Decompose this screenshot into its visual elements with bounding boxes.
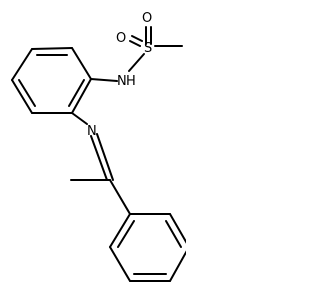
- ring2-bond-4: [169, 250, 186, 282]
- ring1-bond-6: [71, 78, 92, 114]
- imine-nitrogen-label: N: [87, 124, 97, 139]
- bond-n-ring: [90, 78, 118, 82]
- oxygen-top-label: O: [142, 11, 152, 26]
- ring2-bond-1: [109, 213, 131, 248]
- oxygen-left-label: O: [116, 31, 126, 46]
- bond-c-ring2: [109, 179, 131, 215]
- chemical-structure-diagram: O O S N H N: [11, 11, 186, 282]
- ring1-bond-1: [71, 47, 92, 80]
- bond-s-n: [128, 53, 145, 72]
- amide-hydrogen-label: H: [126, 74, 136, 89]
- ring1-bond-4: [11, 79, 33, 114]
- bond-n-c-imine-a: [96, 133, 114, 181]
- ring1-inner-2: [18, 79, 36, 107]
- amide-nitrogen-label: N: [117, 74, 127, 89]
- sulfur-label: S: [144, 41, 152, 56]
- bond-s-o-left-b: [129, 40, 141, 47]
- bond-s-o-left-a: [131, 35, 143, 42]
- bond-ring-n-imine: [71, 112, 88, 125]
- ring2-bond-5: [169, 213, 186, 244]
- bond-n-c-imine-b: [90, 135, 108, 181]
- ring2-inner-1: [117, 220, 135, 248]
- ring2-bond-2: [109, 246, 131, 282]
- ring1-inner-3: [68, 79, 85, 107]
- ring1-bond-3: [11, 48, 33, 81]
- ring1-bond-2: [31, 47, 73, 50]
- ring2-inner-3: [165, 220, 182, 248]
